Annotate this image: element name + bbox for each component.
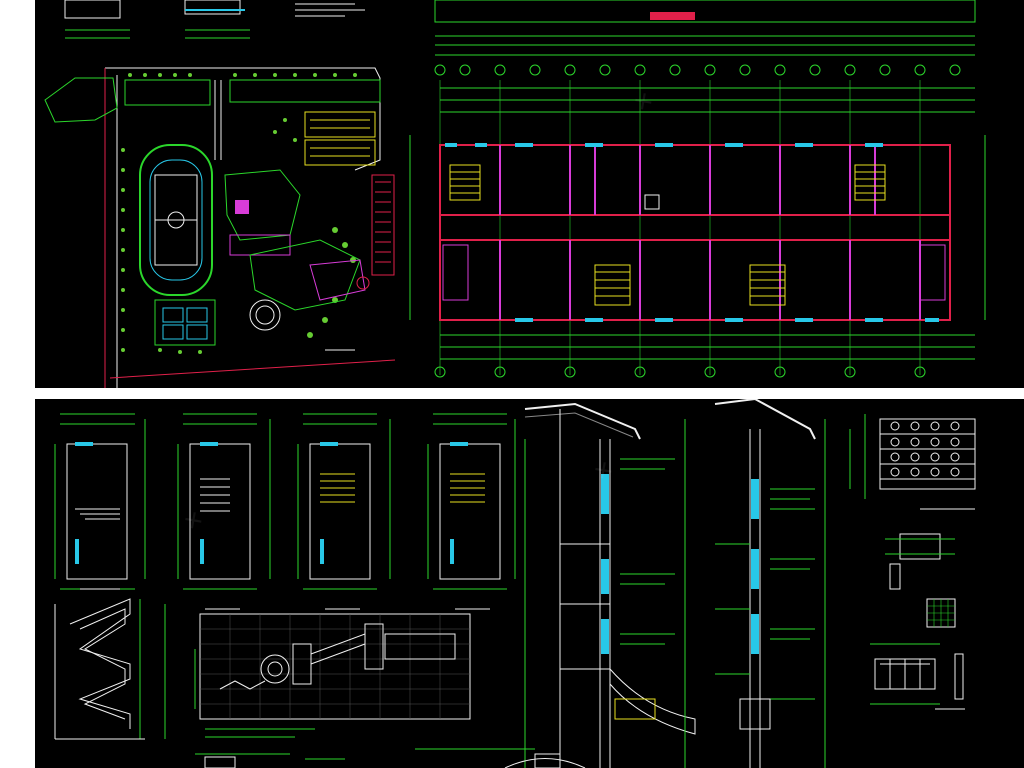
bottom-drawings (54, 399, 976, 768)
stair-plans (54, 413, 507, 610)
site-plan-drawing (44, 67, 396, 388)
wall-section-right (714, 399, 826, 768)
wall-section-left (524, 402, 696, 768)
floor-plan-drawing (409, 0, 986, 378)
top-drawings (44, 0, 986, 388)
stair-section (54, 598, 166, 740)
railing-details (849, 414, 976, 710)
top-left-details (64, 0, 365, 39)
tree-rows (121, 73, 357, 354)
bottom-partial-drawings (195, 748, 586, 768)
railing-elevation (194, 613, 471, 738)
legend-column (371, 174, 395, 276)
cad-sheet-bottom: ✕ ✕ (35, 399, 1024, 768)
stair-blocks (449, 164, 886, 306)
cad-sheet-top: ✕ (35, 0, 1024, 388)
